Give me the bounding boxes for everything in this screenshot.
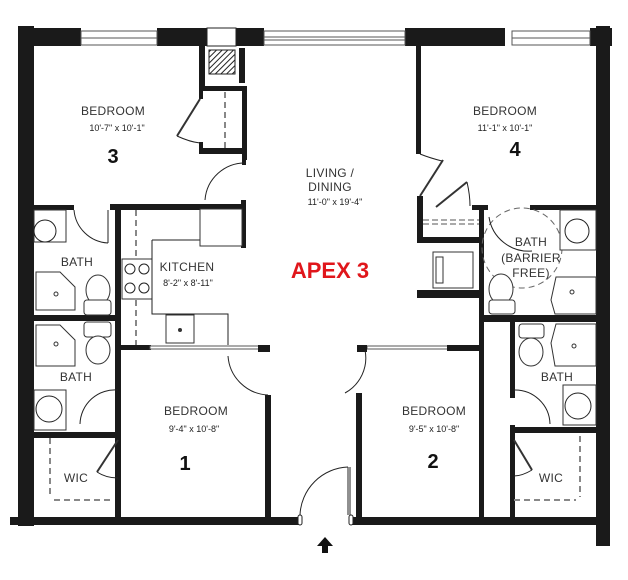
bedroom-1-dims: 9'-4" x 10'-8" xyxy=(169,424,219,434)
outer-walls xyxy=(10,26,612,546)
bedroom-4-number: 4 xyxy=(509,139,521,161)
bedroom-4-dims: 11'-1" x 10'-1" xyxy=(478,123,533,133)
bedroom-4-name: BEDROOM xyxy=(473,104,537,118)
entry-door xyxy=(275,466,358,526)
kitchen-dims: 8'-2" x 8'-11" xyxy=(163,278,213,288)
plan-title: APEX 3 xyxy=(291,258,369,283)
mechanical-chase xyxy=(176,27,247,160)
interior-walls-right xyxy=(344,44,596,520)
wic-left-label: WIC xyxy=(64,471,88,485)
room-labels: BEDROOM 10'-7" x 10'-1" 3 BEDROOM 11'-1"… xyxy=(60,104,573,485)
bath-right-top-line2: (BARRIER xyxy=(501,251,561,265)
bedroom-2-name: BEDROOM xyxy=(402,404,466,418)
kitchen-fixtures xyxy=(121,208,243,345)
living-name-line2: DINING xyxy=(308,180,352,194)
bath-fixtures xyxy=(33,207,597,501)
kitchen-name: KITCHEN xyxy=(160,260,215,274)
windows xyxy=(80,30,591,46)
living-dims: 11'-0" x 19'-4" xyxy=(308,197,363,207)
bedroom-3-number: 3 xyxy=(107,146,118,168)
bath-left-top-label: BATH xyxy=(61,255,93,269)
bedroom-3-dims: 10'-7" x 10'-1" xyxy=(89,123,144,133)
bedroom-1-number: 1 xyxy=(179,453,190,475)
interior-walls-left xyxy=(34,160,271,523)
bedroom-2-number: 2 xyxy=(427,451,438,473)
bath-left-bottom-label: BATH xyxy=(60,370,92,384)
arrow-up-icon xyxy=(317,537,333,553)
bedroom-2-dims: 9'-5" x 10'-8" xyxy=(409,424,459,434)
bedroom-1-name: BEDROOM xyxy=(164,404,228,418)
bath-right-bottom-label: BATH xyxy=(541,370,573,384)
wic-right-label: WIC xyxy=(539,471,563,485)
bedroom-3-name: BEDROOM xyxy=(81,104,145,118)
bath-right-top-line3: FREE) xyxy=(512,266,550,280)
bath-right-top-line1: BATH xyxy=(515,235,547,249)
living-name-line1: LIVING / xyxy=(306,166,355,180)
